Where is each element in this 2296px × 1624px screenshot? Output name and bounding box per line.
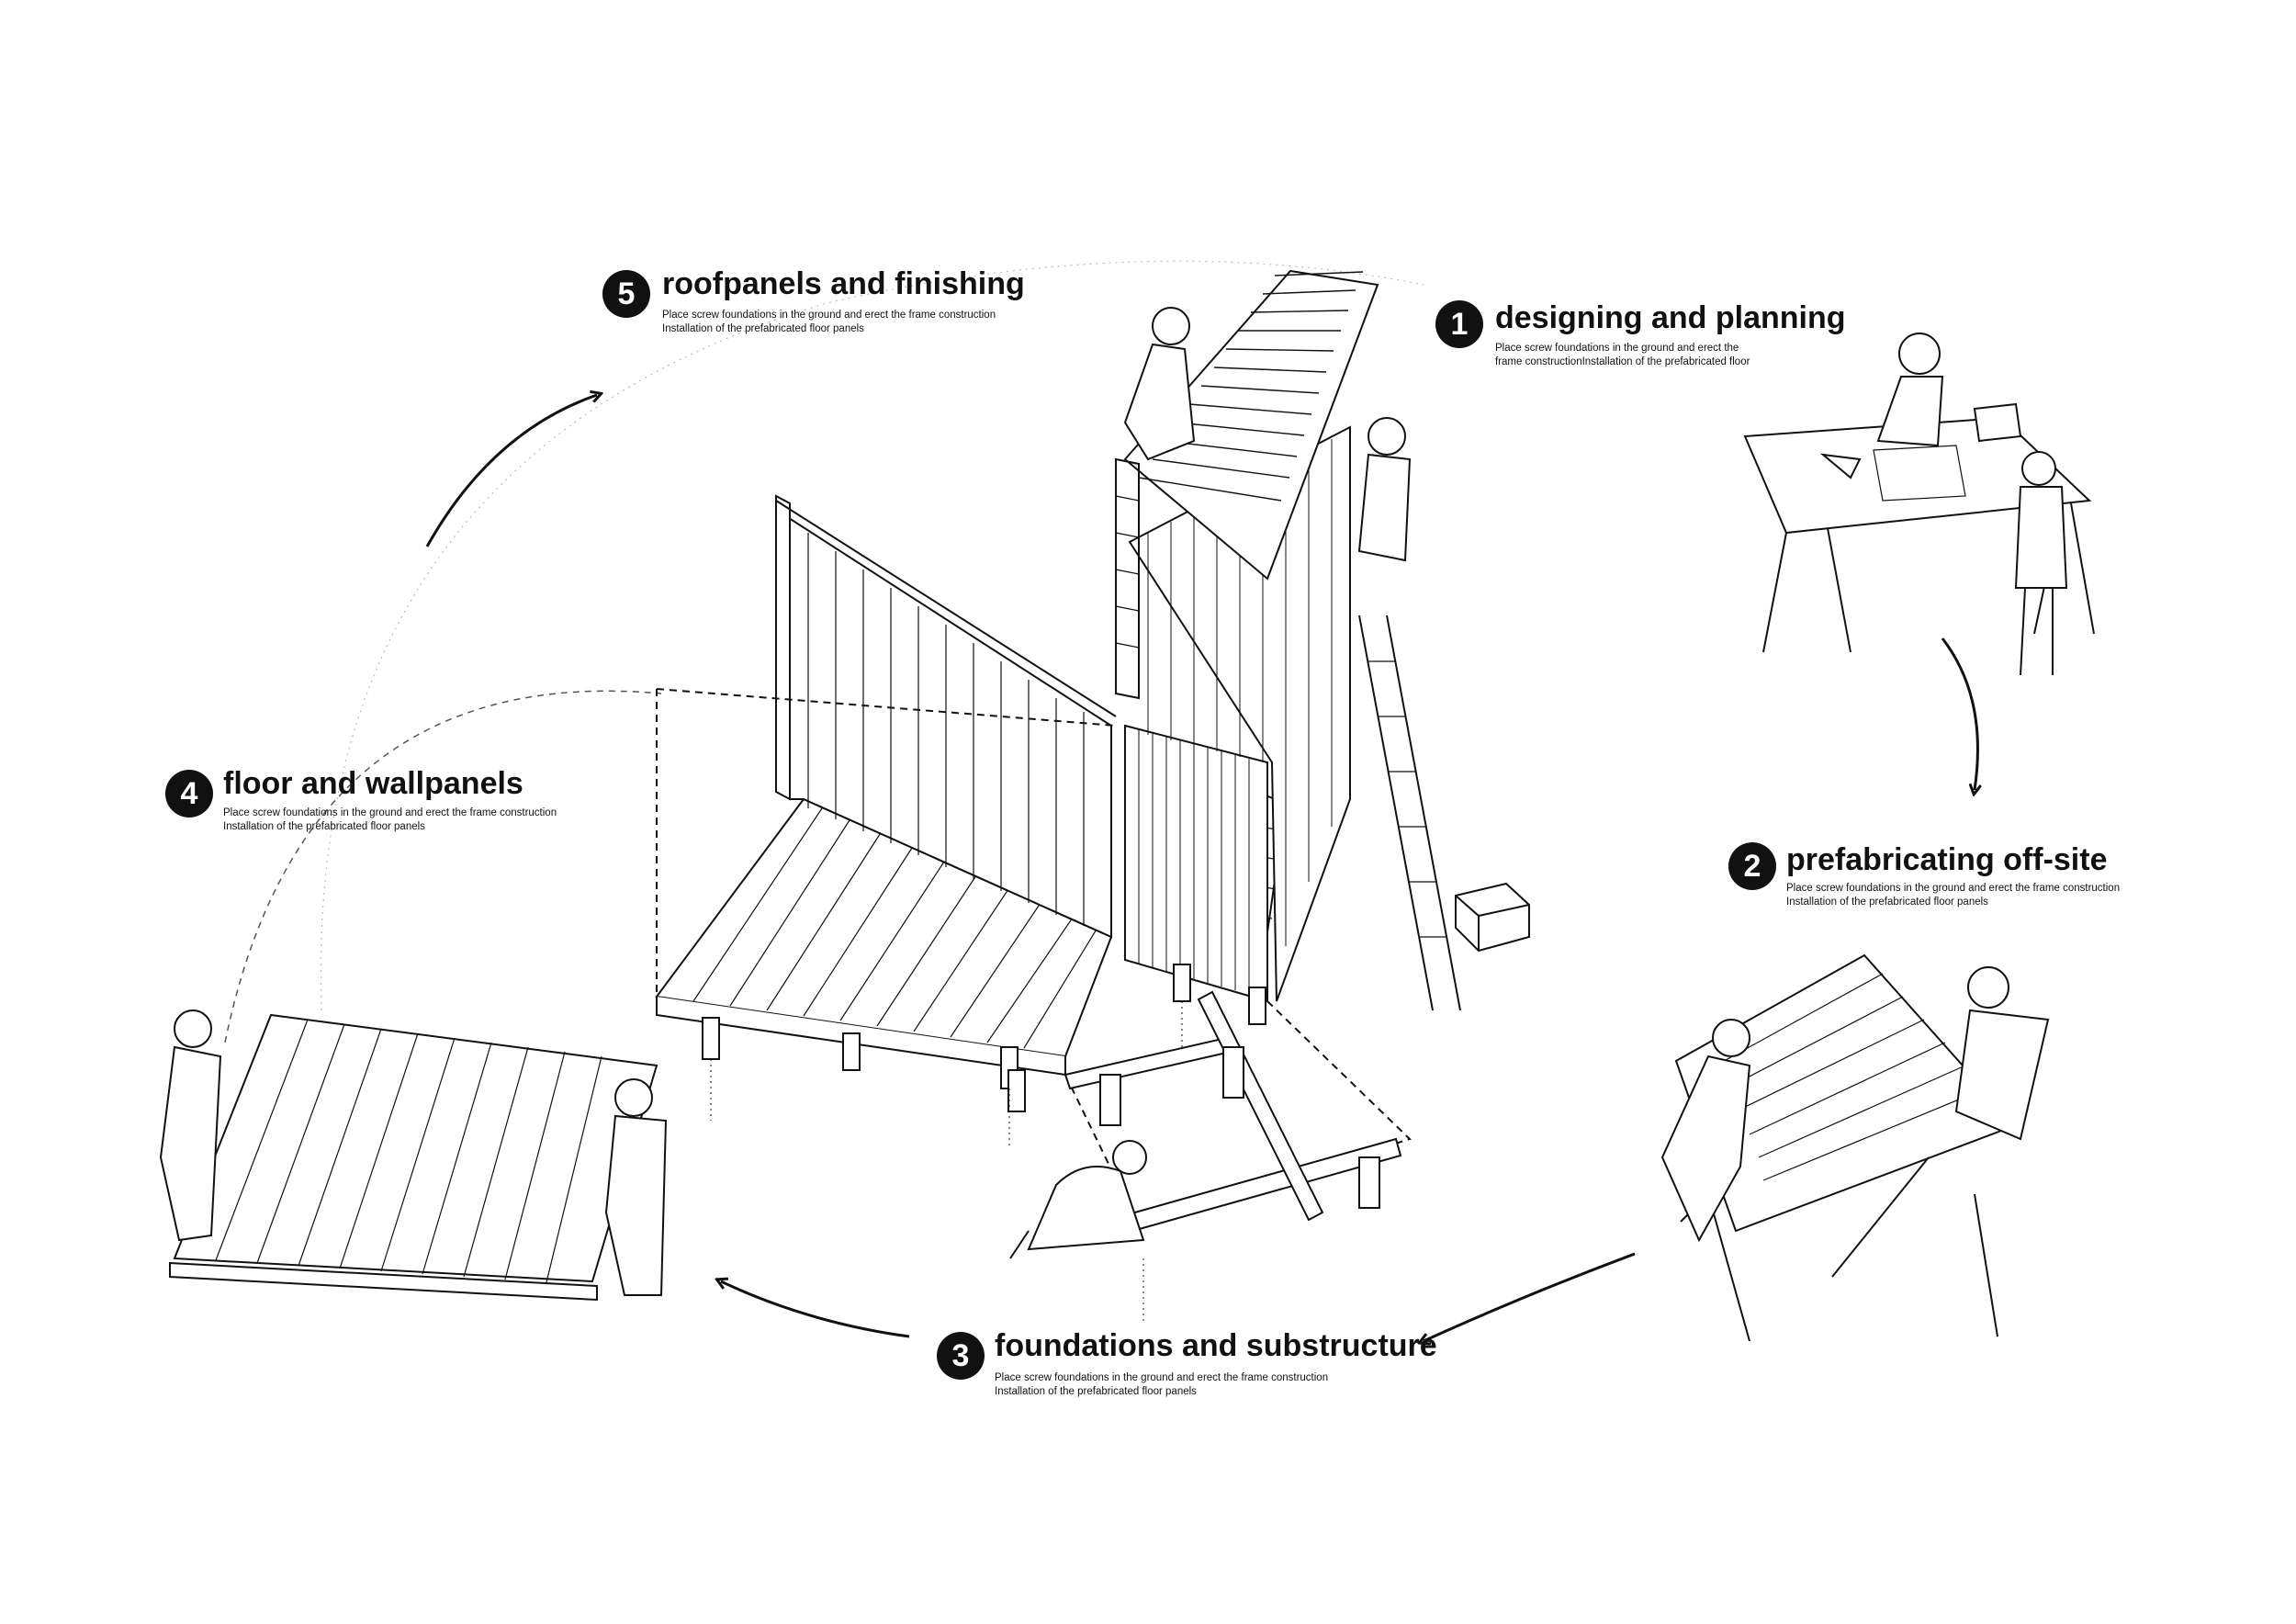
scene-foundations bbox=[1009, 1140, 1147, 1323]
step-title: foundations and substructure bbox=[995, 1328, 1437, 1363]
step-description: Place screw foundations in the ground an… bbox=[1495, 342, 1750, 369]
step-description-line: Place screw foundations in the ground an… bbox=[1495, 343, 1739, 354]
scene-designing bbox=[1743, 333, 2095, 676]
step-title: floor and wallpanels bbox=[223, 766, 523, 801]
step-title: roofpanels and finishing bbox=[662, 266, 1025, 301]
step-description-line: Place screw foundations in the ground an… bbox=[1786, 883, 2121, 894]
arrow-1-to-2 bbox=[1941, 637, 1977, 790]
arrow-2-to-3 bbox=[1424, 1252, 1636, 1341]
scene-wallpanels bbox=[159, 1009, 668, 1302]
step-description-line: Installation of the prefabricated floor … bbox=[995, 1386, 1197, 1397]
arrow-3-to-4 bbox=[721, 1281, 910, 1338]
step-description: Place screw foundations in the ground an… bbox=[662, 309, 996, 336]
arrow-4-to-5 bbox=[425, 395, 597, 547]
cycle-arrows bbox=[425, 395, 1977, 1341]
step-title: prefabricating off-site bbox=[1786, 842, 2108, 877]
step-description-line: frame constructionInstallation of the pr… bbox=[1495, 356, 1750, 367]
step-number-badge: 4 bbox=[165, 770, 213, 818]
guide-dashed-arc bbox=[224, 690, 662, 1043]
step-description-line: Installation of the prefabricated floor … bbox=[662, 323, 864, 334]
step-description-line: Place screw foundations in the ground an… bbox=[223, 807, 557, 818]
central-structure bbox=[655, 269, 1530, 1240]
scene-prefab bbox=[1660, 953, 2050, 1342]
step-number-badge: 3 bbox=[937, 1332, 985, 1380]
guide-ellipse bbox=[320, 260, 1424, 1011]
step-number-badge: 5 bbox=[602, 270, 650, 318]
scene-roofpanels bbox=[1123, 307, 1412, 562]
step-title: designing and planning bbox=[1495, 300, 1846, 335]
step-number-badge: 1 bbox=[1435, 300, 1483, 348]
step-number-badge: 2 bbox=[1728, 842, 1776, 890]
step-description-line: Place screw foundations in the ground an… bbox=[995, 1372, 1329, 1383]
step-description-line: Installation of the prefabricated floor … bbox=[223, 821, 425, 832]
step-description-line: Installation of the prefabricated floor … bbox=[1786, 897, 1988, 908]
step-description-line: Place screw foundations in the ground an… bbox=[662, 310, 996, 321]
step-description: Place screw foundations in the ground an… bbox=[995, 1371, 1328, 1399]
step-description: Place screw foundations in the ground an… bbox=[223, 806, 557, 834]
step-description: Place screw foundations in the ground an… bbox=[1786, 882, 2120, 909]
